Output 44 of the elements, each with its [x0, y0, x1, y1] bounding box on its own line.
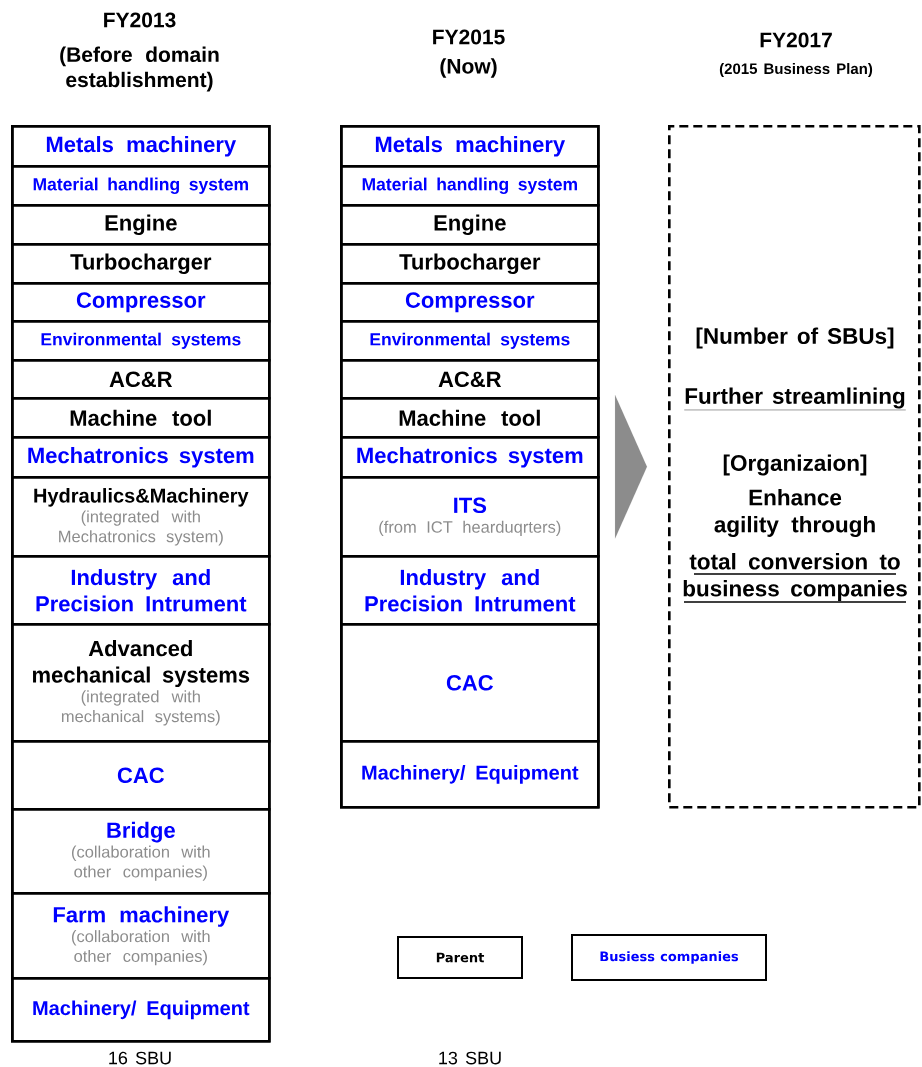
cell: Mechatronics system — [340, 436, 600, 479]
plan-text: Enhance agility through — [714, 488, 875, 538]
cell: Industry and Precision Intrument — [340, 555, 600, 626]
cell: Metals machinery — [340, 125, 600, 168]
cell: Engine — [11, 204, 271, 246]
column-heading: FY2017 — [760, 32, 832, 48]
cell: Farm machinery (collaboration with other companies) — [11, 892, 271, 980]
cell: Turbocharger — [340, 243, 600, 285]
cell: Metals machinery — [11, 125, 271, 168]
cell: Environmental systems — [340, 320, 600, 362]
cell: Advanced mechanical systems (integrated with mechanical systems) — [11, 623, 271, 743]
cell: Machinery/ Equipment — [340, 740, 600, 809]
cell: Machine tool — [11, 397, 271, 439]
column-heading: FY2015 — [433, 29, 505, 45]
sbu-count: 13 SBU — [439, 1051, 501, 1065]
plan-text: [Number of SBUs] — [696, 327, 894, 349]
column-heading: (2015 Business Plan) — [719, 63, 873, 77]
cell: Mechatronics system — [11, 436, 271, 479]
cell: Industry and Precision Intrument — [11, 555, 271, 626]
legend-key: Busiess companies — [571, 934, 767, 981]
cell: Compressor — [11, 282, 271, 323]
cell: Hydraulics&Machinery (integrated with Mechatronics system) — [11, 476, 271, 558]
cell: Engine — [340, 204, 600, 246]
cell: AC&R — [340, 359, 600, 400]
cell: CAC — [340, 623, 600, 743]
plan-text: [Organizaion] — [723, 454, 867, 476]
cell: Material handling system — [11, 165, 271, 207]
cell: Compressor — [340, 282, 600, 323]
cell: Environmental systems — [11, 320, 271, 362]
cell: Bridge (collaboration with other companies) — [11, 808, 271, 895]
underlined-text: Further streamlining — [684, 387, 906, 411]
underlined-text: total conversion to business companies — [683, 553, 907, 603]
column-heading: (Now) — [440, 58, 497, 78]
cell: Material handling system — [340, 165, 600, 207]
cell: Turbocharger — [11, 243, 271, 285]
cell: ITS (from ICT hearduqrters) — [340, 476, 600, 558]
legend-key: Parent — [397, 936, 523, 979]
arrow — [615, 394, 647, 539]
cell: CAC — [11, 740, 271, 811]
column-heading: (Before domain establishment) — [60, 46, 219, 92]
cell: Machine tool — [340, 397, 600, 439]
column-heading: FY2013 — [104, 12, 176, 28]
cell: Machinery/ Equipment — [11, 977, 271, 1043]
cell: AC&R — [11, 359, 271, 400]
